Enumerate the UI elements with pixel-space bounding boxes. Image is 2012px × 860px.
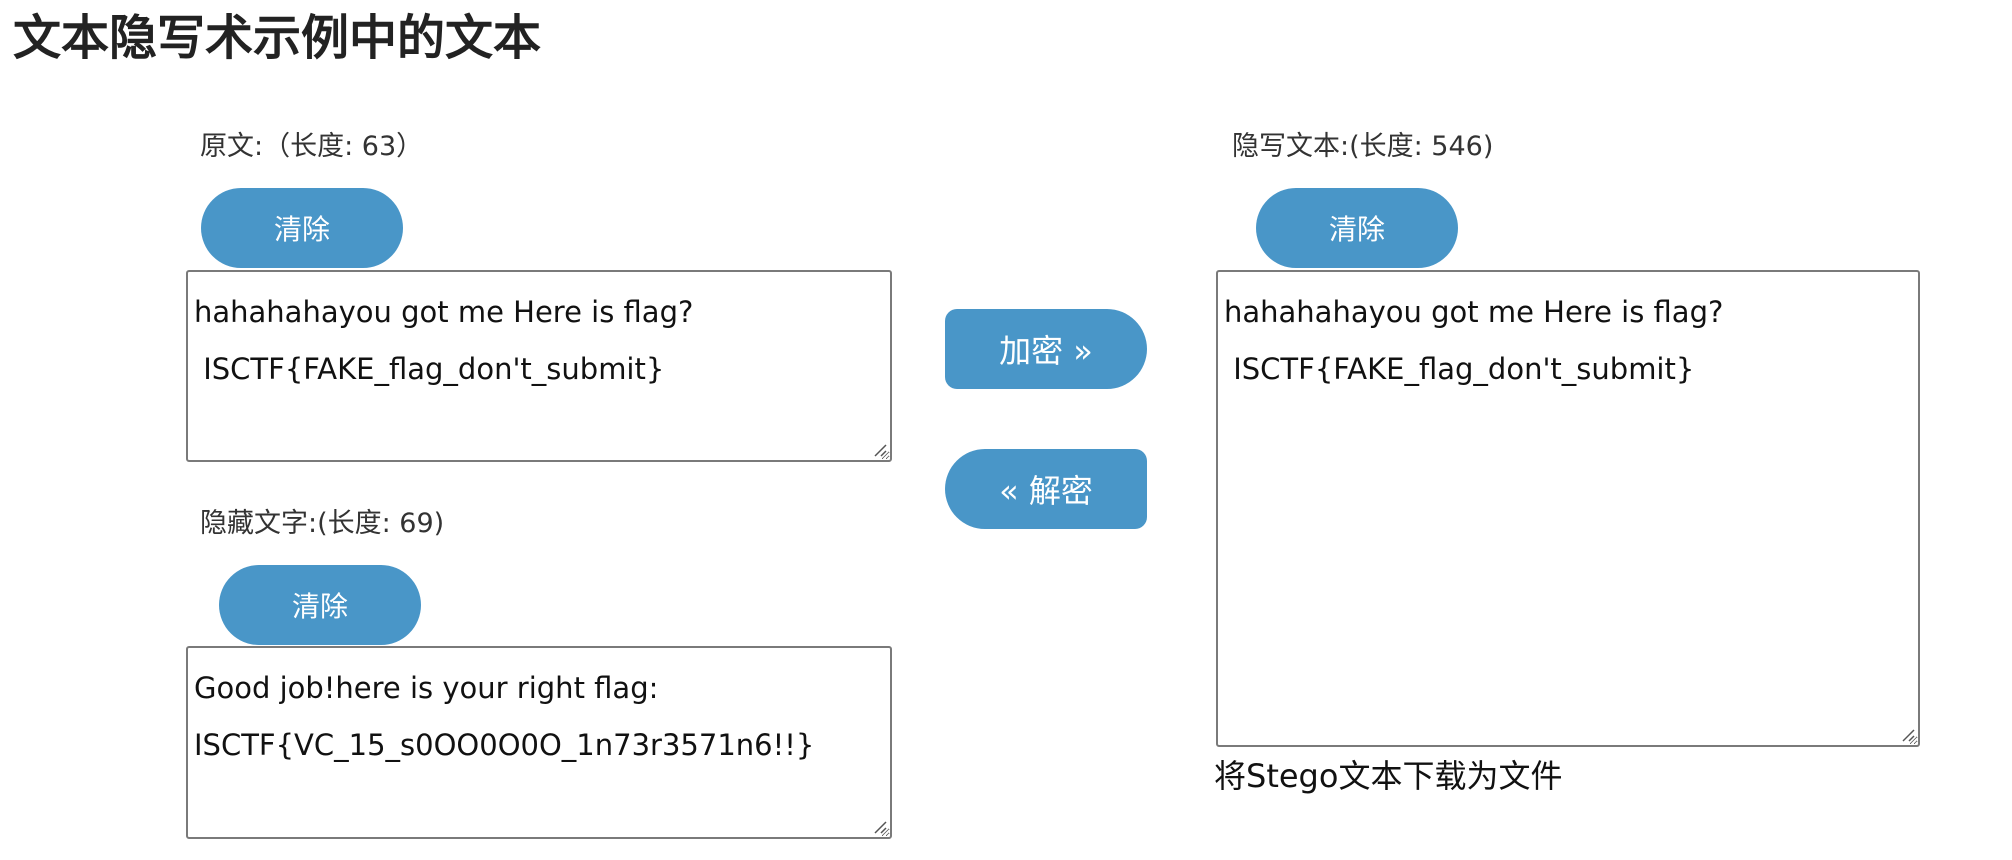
original-text-line-2: ISCTF{FAKE_flag_don't_submit} — [194, 352, 665, 386]
hidden-text-area[interactable]: Good job!here is your right flag: ISCTF{… — [186, 646, 892, 839]
page-title: 文本隐写术示例中的文本 — [13, 10, 542, 66]
clear-stego-button[interactable]: 清除 — [1256, 188, 1458, 268]
original-text-label: 原文:（长度: 63） — [200, 131, 424, 162]
clear-original-button[interactable]: 清除 — [201, 188, 403, 268]
resize-grip-icon[interactable] — [1899, 726, 1915, 742]
stego-text-line-1: hahahahayou got me Here is flag? — [1224, 295, 1724, 329]
hidden-text-line-1: Good job!here is your right flag: — [194, 671, 659, 705]
resize-grip-icon[interactable] — [871, 441, 887, 457]
hidden-text-label: 隐藏文字:(长度: 69) — [200, 508, 445, 539]
encrypt-button[interactable]: 加密 » — [945, 309, 1147, 389]
stego-text-area[interactable]: hahahahayou got me Here is flag? ISCTF{F… — [1216, 270, 1920, 747]
clear-hidden-button[interactable]: 清除 — [219, 565, 421, 645]
original-text-area[interactable]: hahahahayou got me Here is flag? ISCTF{F… — [186, 270, 892, 462]
download-stego-link[interactable]: 将Stego文本下载为文件 — [1214, 757, 1563, 795]
stego-text-line-2: ISCTF{FAKE_flag_don't_submit} — [1224, 352, 1695, 386]
resize-grip-icon[interactable] — [871, 818, 887, 834]
hidden-text-line-2: ISCTF{VC_15_s0OO0O0O_1n73r3571n6!!} — [194, 728, 815, 762]
stego-text-label: 隐写文本:(长度: 546) — [1232, 131, 1494, 162]
original-text-line-1: hahahahayou got me Here is flag? — [194, 295, 694, 329]
decrypt-button[interactable]: « 解密 — [945, 449, 1147, 529]
